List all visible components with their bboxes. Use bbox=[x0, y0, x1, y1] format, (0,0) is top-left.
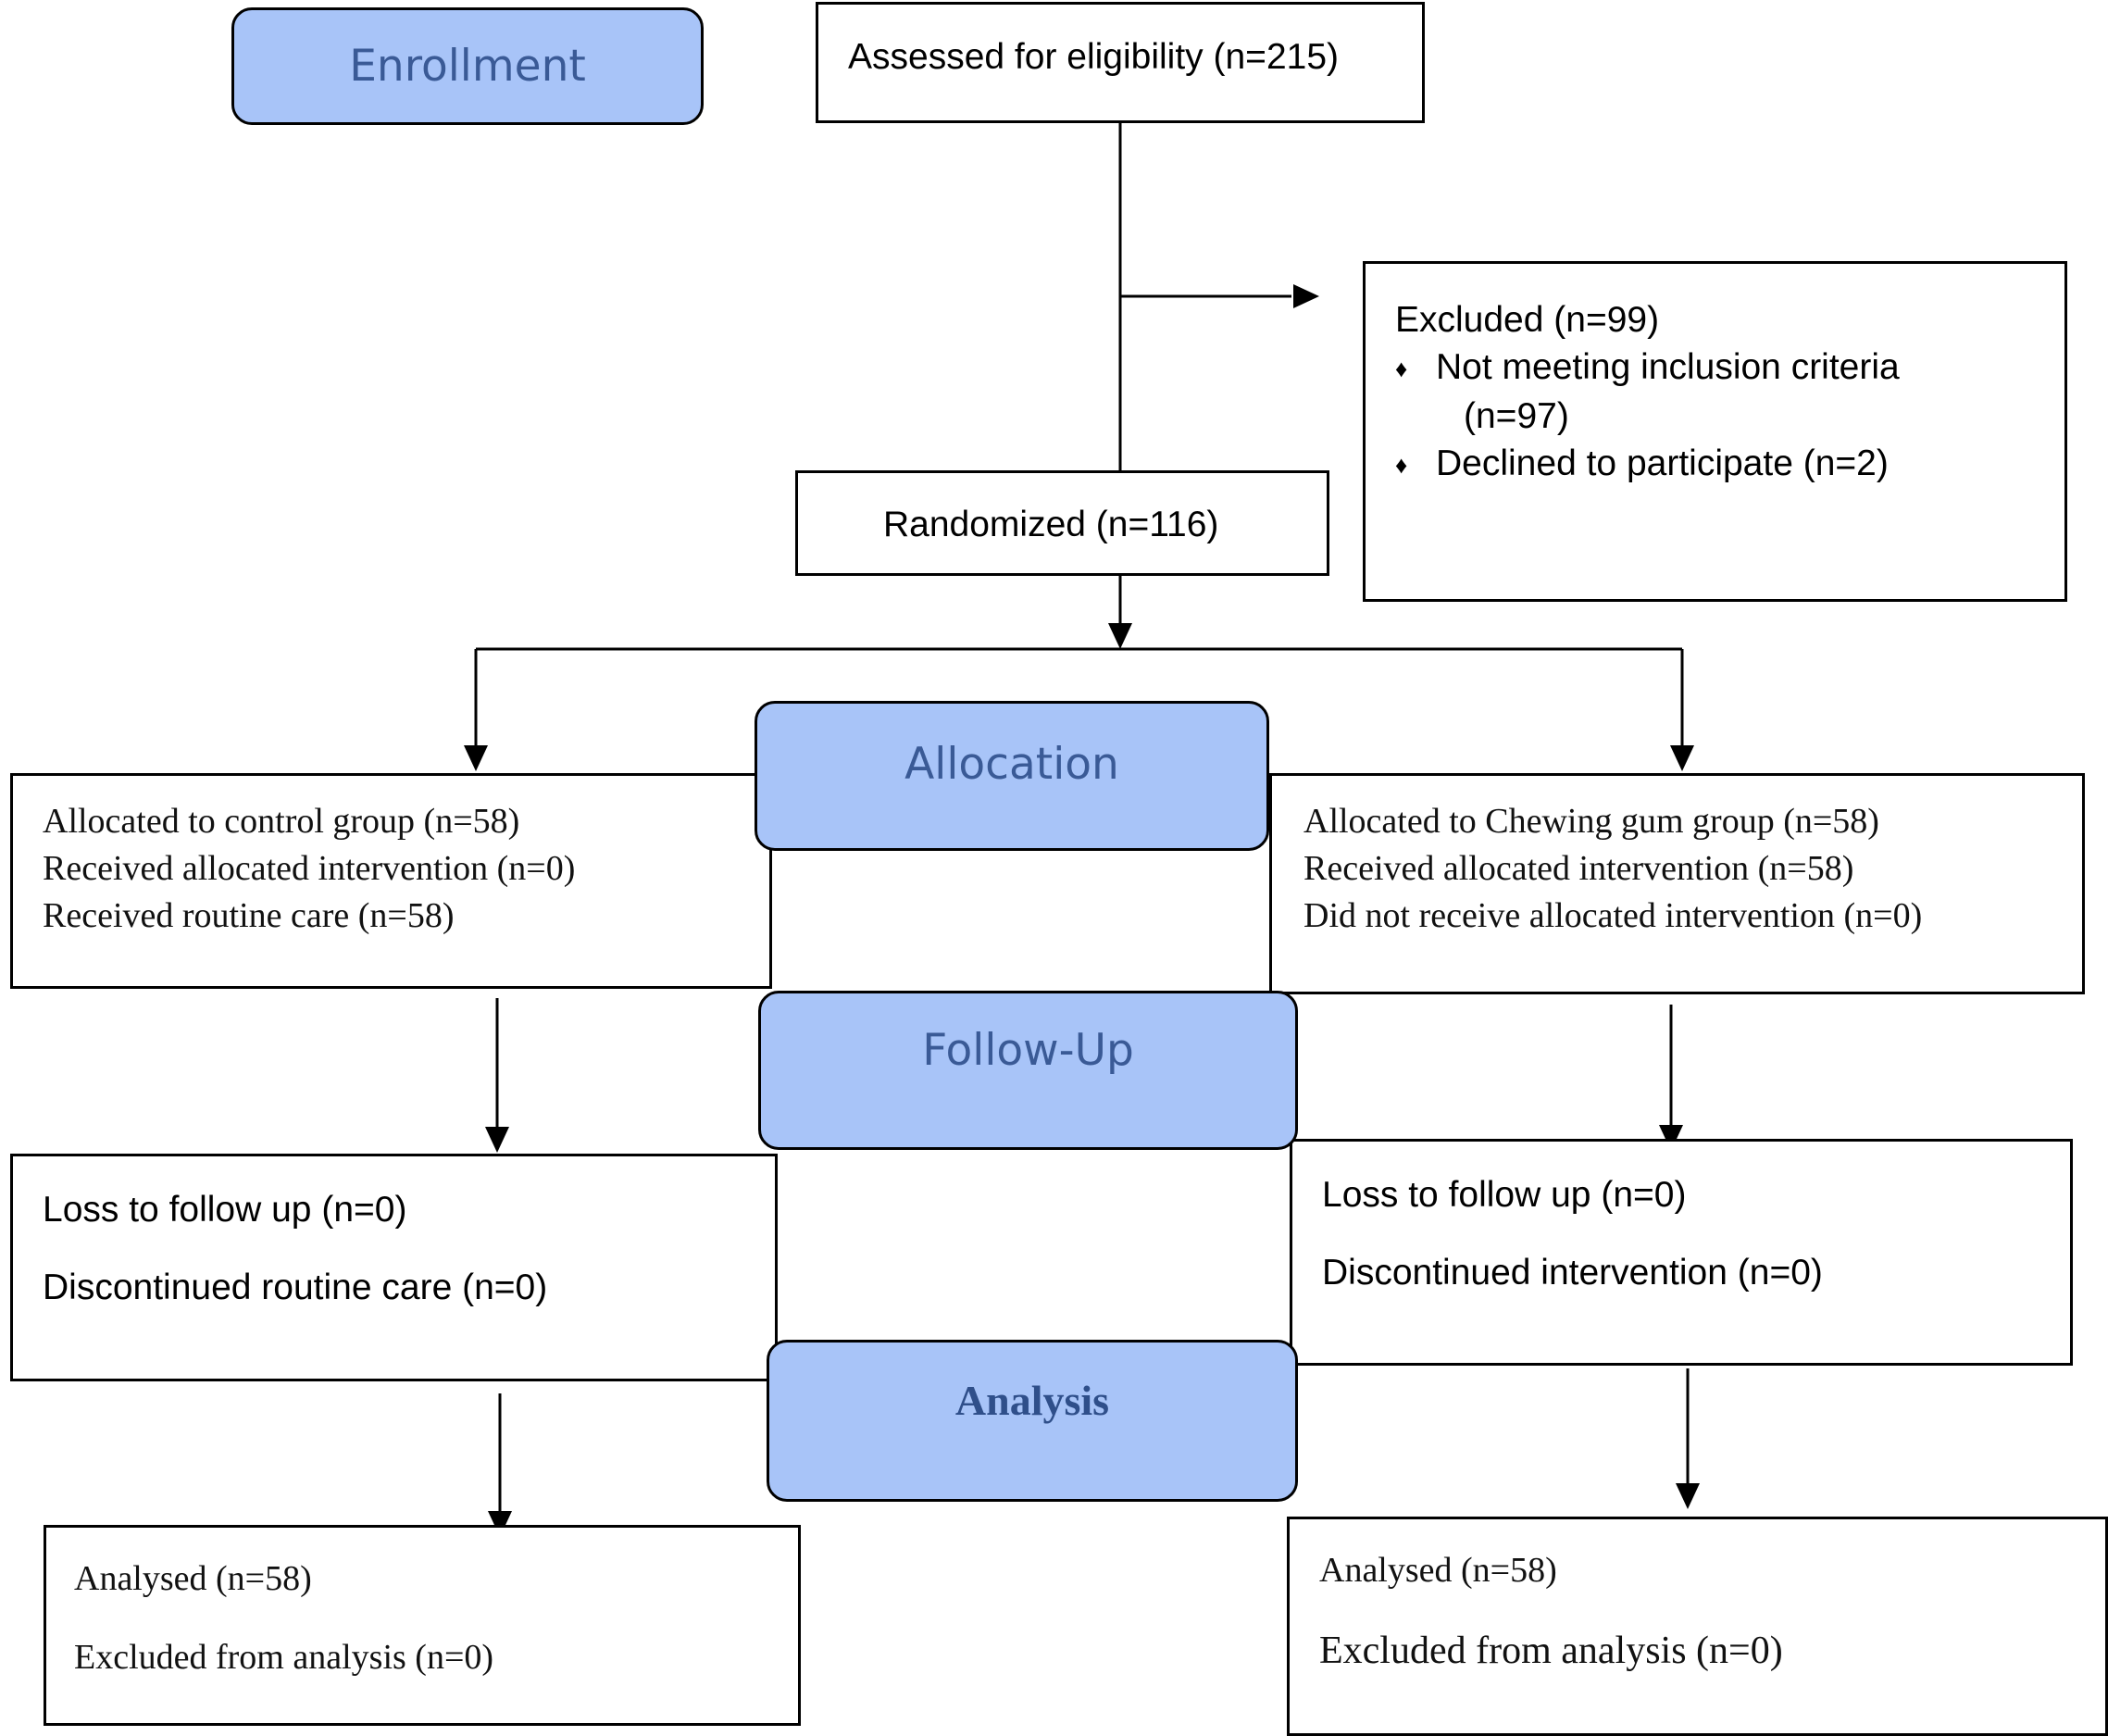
gum-followup-box: Loss to follow up (n=0) Discontinued int… bbox=[1290, 1139, 2073, 1366]
assessed-text: Assessed for eligibility (n=215) bbox=[848, 37, 1340, 77]
randomized-box: Randomized (n=116) bbox=[795, 470, 1329, 576]
arrowhead-gum-analysis bbox=[1676, 1483, 1700, 1509]
control-discontinued-text: Discontinued routine care (n=0) bbox=[43, 1268, 548, 1307]
excluded-box: Excluded (n=99) ♦Not meeting inclusion c… bbox=[1363, 261, 2067, 602]
stage-enrollment-label: Enrollment bbox=[349, 41, 586, 92]
arrowhead-excluded bbox=[1293, 284, 1319, 308]
gum-analysis-box: Analysed (n=58) Excluded from analysis (… bbox=[1287, 1517, 2108, 1736]
stage-analysis: Analysis bbox=[767, 1340, 1298, 1502]
control-analysed-text: Analysed (n=58) bbox=[74, 1559, 312, 1598]
gum-allocated-text: Allocated to Chewing gum group (n=58) bbox=[1303, 802, 1879, 841]
gum-allocation-box: Allocated to Chewing gum group (n=58) Re… bbox=[1269, 773, 2085, 994]
stage-follow-up: Follow-Up bbox=[758, 991, 1298, 1150]
excluded-item: ♦Declined to participate (n=2) bbox=[1395, 440, 2064, 489]
stage-allocation: Allocation bbox=[755, 701, 1269, 851]
control-followup-box: Loss to follow up (n=0) Discontinued rou… bbox=[10, 1154, 778, 1381]
control-received-text: Received allocated intervention (n=0) bbox=[43, 849, 576, 888]
assessed-box: Assessed for eligibility (n=215) bbox=[816, 2, 1425, 123]
diamond-bullet-icon: ♦ bbox=[1395, 451, 1408, 480]
stage-follow-up-label: Follow-Up bbox=[922, 1024, 1134, 1076]
gum-analysed-text: Analysed (n=58) bbox=[1319, 1551, 1557, 1590]
stage-analysis-label: Analysis bbox=[954, 1377, 1110, 1424]
control-analysis-box: Analysed (n=58) Excluded from analysis (… bbox=[44, 1525, 801, 1726]
diamond-bullet-icon: ♦ bbox=[1395, 355, 1408, 383]
stage-enrollment: Enrollment bbox=[231, 7, 704, 125]
randomized-text: Randomized (n=116) bbox=[883, 505, 1219, 544]
gum-loss-text: Loss to follow up (n=0) bbox=[1322, 1175, 1687, 1215]
arrowhead-control-analysis bbox=[488, 1511, 512, 1537]
control-excluded-text: Excluded from analysis (n=0) bbox=[74, 1638, 494, 1677]
gum-excluded-text: Excluded from analysis (n=0) bbox=[1319, 1630, 1783, 1672]
excluded-item-continued: (n=97) bbox=[1464, 396, 1569, 437]
arrowhead-gum-followup bbox=[1659, 1125, 1683, 1151]
control-allocated-text: Allocated to control group (n=58) bbox=[43, 802, 520, 841]
stage-allocation-label: Allocation bbox=[904, 738, 1119, 790]
excluded-title: Excluded (n=99) bbox=[1395, 300, 1660, 340]
control-routine-care-text: Received routine care (n=58) bbox=[43, 896, 455, 935]
arrowhead-control-allocation bbox=[464, 745, 488, 771]
excluded-item: ♦Not meeting inclusion criteria bbox=[1395, 343, 2064, 393]
arrowhead-gum-allocation bbox=[1670, 745, 1694, 771]
arrowhead-randomized bbox=[1108, 623, 1132, 649]
gum-discontinued-text: Discontinued intervention (n=0) bbox=[1322, 1253, 1823, 1293]
gum-received-text: Received allocated intervention (n=58) bbox=[1303, 849, 1854, 888]
arrowhead-control-followup bbox=[485, 1127, 509, 1153]
control-loss-text: Loss to follow up (n=0) bbox=[43, 1190, 407, 1230]
control-allocation-box: Allocated to control group (n=58) Receiv… bbox=[10, 773, 772, 989]
gum-not-received-text: Did not receive allocated intervention (… bbox=[1303, 896, 1923, 935]
